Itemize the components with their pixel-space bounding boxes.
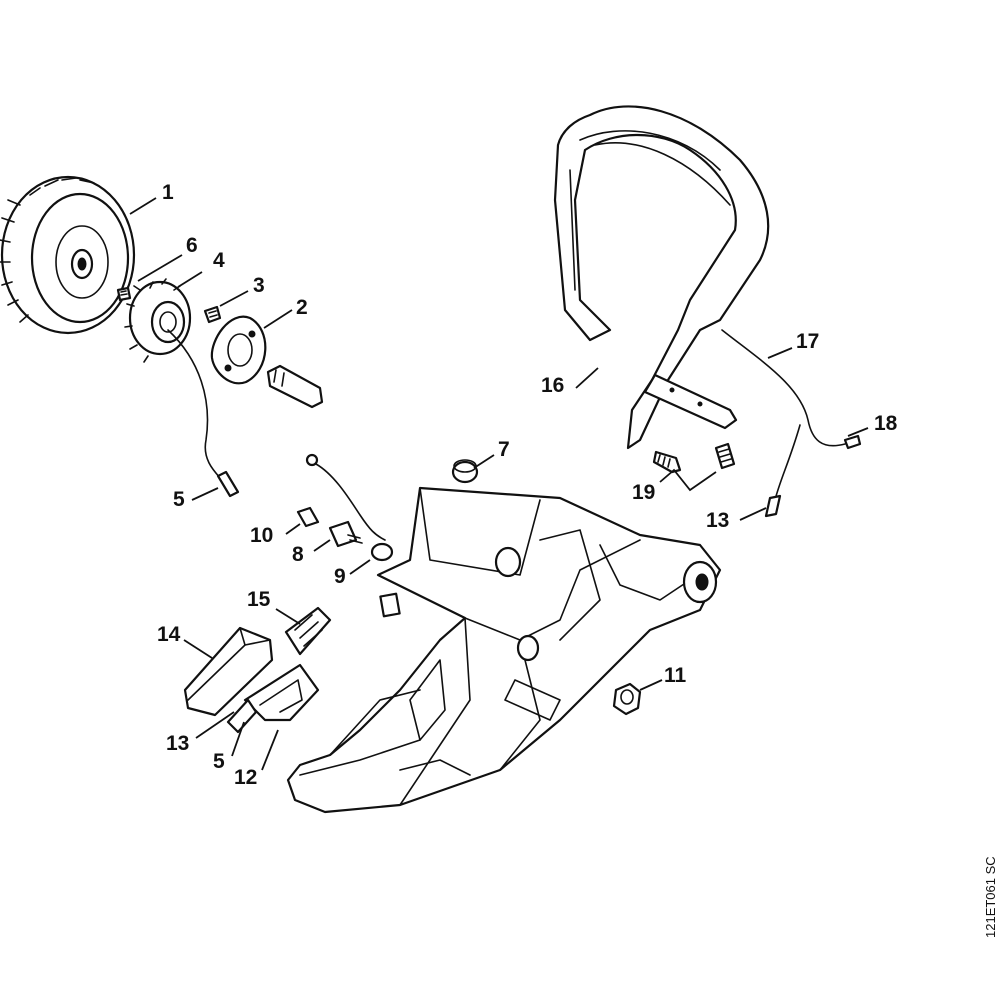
- screw-3: [203, 305, 222, 324]
- short-circuit-wire: [167, 329, 240, 498]
- callout-2: 2: [296, 296, 308, 319]
- callout-13-right: 13: [706, 509, 729, 532]
- callout-11: 11: [664, 664, 687, 687]
- callout-19: 19: [632, 481, 655, 504]
- pawl-carrier: [124, 278, 192, 363]
- callout-3: 3: [253, 274, 265, 297]
- callouts: 1 2 3 4 5 6 7 8 9 10 11 12 13 13 14 15 1…: [157, 181, 898, 789]
- nut-11: [612, 682, 642, 716]
- grip-rubber: [284, 606, 332, 656]
- callout-4: 4: [213, 249, 225, 272]
- switch-spring: [243, 663, 320, 722]
- screw-19-a: [652, 450, 682, 474]
- callout-13-bottom: 13: [166, 732, 189, 755]
- callout-5-top: 5: [173, 488, 185, 511]
- nut-7: [451, 459, 479, 484]
- ground-wire: [721, 329, 862, 518]
- crankcase-housing: [286, 486, 722, 814]
- callout-14: 14: [157, 623, 181, 646]
- callout-18: 18: [874, 412, 898, 435]
- callout-6: 6: [186, 234, 198, 257]
- callout-9: 9: [334, 565, 346, 588]
- callout-1: 1: [162, 181, 174, 204]
- drawing-code: 121ET061 SC: [983, 856, 998, 938]
- flywheel: [0, 175, 136, 335]
- callout-10: 10: [250, 524, 273, 547]
- leader-lines: [129, 197, 869, 771]
- callout-15: 15: [247, 588, 271, 611]
- cable-9: [305, 453, 394, 562]
- callout-5-bottom: 5: [213, 750, 225, 773]
- filter-pad: [183, 626, 274, 717]
- callout-12: 12: [234, 766, 257, 789]
- screw-6: [116, 286, 132, 302]
- switch-lever: [226, 698, 258, 734]
- callout-7: 7: [498, 438, 510, 461]
- callout-17: 17: [796, 330, 819, 353]
- screw-10: [296, 506, 320, 528]
- callout-16: 16: [541, 374, 564, 397]
- contact-spring: [328, 520, 363, 548]
- plate: [210, 315, 267, 385]
- rubber-sleeve: [266, 364, 324, 409]
- callout-8: 8: [292, 543, 304, 566]
- handlebar: [553, 105, 770, 450]
- screw-19-b: [714, 442, 736, 470]
